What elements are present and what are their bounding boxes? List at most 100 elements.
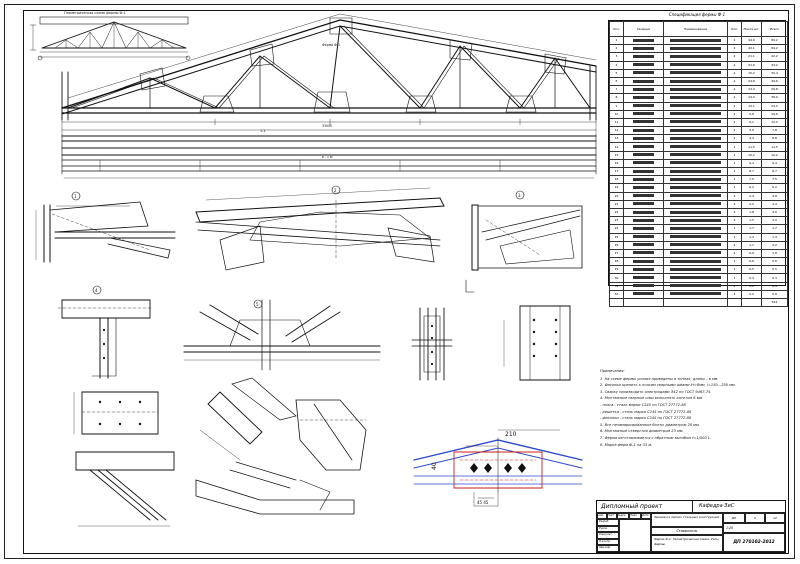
spec-text-illegible bbox=[670, 87, 721, 91]
spec-text-illegible bbox=[670, 235, 721, 239]
ridge-bolt-marks bbox=[470, 463, 526, 473]
spec-cell-mass: 0,2 bbox=[741, 281, 762, 291]
spec-cell-section bbox=[623, 224, 664, 234]
spec-cell-name bbox=[663, 289, 728, 300]
spec-text-illegible bbox=[632, 276, 655, 280]
spec-cell-name bbox=[663, 281, 728, 291]
title-block: Дипломный проект Кафедра ЗиС изм. Лист №… bbox=[596, 500, 786, 553]
spec-cell-section bbox=[623, 273, 664, 283]
spec-cell-section bbox=[623, 101, 664, 111]
spec-cell-name bbox=[663, 183, 728, 193]
tb-cell-change: изм. bbox=[597, 513, 607, 519]
spec-cell-total: 4,4 bbox=[761, 199, 788, 209]
spec-header-name: Наименование bbox=[663, 21, 728, 37]
spec-cell-total: 3,6 bbox=[761, 207, 788, 218]
section-label: 1-1 bbox=[260, 129, 266, 133]
spec-text-illegible bbox=[670, 243, 721, 247]
spec-cell-mass: 0,6 bbox=[741, 257, 762, 267]
spec-text-illegible bbox=[670, 128, 721, 132]
spec-cell-section bbox=[623, 240, 664, 250]
spec-cell-qty: 1 bbox=[727, 183, 742, 193]
spec-text-illegible bbox=[632, 38, 655, 42]
spec-cell-name bbox=[663, 68, 728, 78]
spec-cell-pos: 22 bbox=[609, 207, 624, 218]
spec-cell-section bbox=[623, 76, 664, 87]
spec-cell-pos: 6 bbox=[609, 76, 624, 87]
spec-cell-total: 1,7 bbox=[761, 224, 788, 234]
node-detail-2 bbox=[195, 185, 445, 271]
spec-cell-section bbox=[623, 134, 664, 144]
spec-cell-section bbox=[623, 297, 664, 308]
spec-cell-name bbox=[663, 216, 728, 226]
node-detail-4 bbox=[57, 285, 153, 379]
spec-cell-qty: 2 bbox=[727, 109, 742, 119]
spec-cell-total: 593 bbox=[761, 297, 788, 308]
node-detail-5 bbox=[183, 299, 381, 371]
spec-cell-mass: 13,4 bbox=[741, 85, 762, 95]
spec-cell-total: 3,0 bbox=[761, 216, 788, 226]
node-detail-9 bbox=[199, 377, 297, 461]
spec-text-illegible bbox=[670, 226, 721, 230]
spec-cell-name bbox=[663, 101, 728, 111]
spec-cell-qty: 1 bbox=[727, 150, 742, 160]
spec-cell-pos: 31 bbox=[609, 281, 624, 291]
spec-cell-mass: 2,4 bbox=[741, 191, 762, 201]
spec-cell-pos: 19 bbox=[609, 183, 624, 193]
spec-cell-section bbox=[623, 44, 664, 54]
tb-row-consultant: Консульт. bbox=[597, 532, 619, 539]
spec-text-illegible bbox=[632, 104, 655, 108]
spec-cell-section bbox=[623, 248, 664, 259]
spec-cell-section bbox=[623, 166, 664, 177]
spec-cell-qty: 1 bbox=[727, 166, 742, 177]
ridge-dim-210: 210 bbox=[505, 431, 517, 438]
spec-cell-name bbox=[663, 273, 728, 283]
node-detail-10 bbox=[295, 399, 367, 471]
sheet-outer-border bbox=[4, 4, 795, 559]
spec-cell-section bbox=[623, 117, 664, 128]
spec-cell-section bbox=[623, 93, 664, 103]
spec-cell-total: 1,8 bbox=[761, 248, 788, 259]
notes-lines: 1. На схеме фермы усилия приведены в тон… bbox=[600, 376, 786, 449]
spec-cell-section bbox=[623, 109, 664, 119]
spec-cell-section bbox=[623, 199, 664, 209]
spec-cell-pos: 7 bbox=[609, 85, 624, 95]
spec-cell-pos: 24 bbox=[609, 224, 624, 234]
spec-cell-pos: 30 bbox=[609, 273, 624, 283]
spec-cell-total: 0,4 bbox=[761, 281, 788, 291]
spec-text-illegible bbox=[670, 218, 721, 222]
tb-cell-date: Дата bbox=[641, 513, 651, 519]
spec-text-illegible bbox=[632, 243, 655, 247]
scale: 1:20 bbox=[723, 523, 785, 533]
department: Кафедра ЗиС bbox=[693, 501, 785, 513]
spec-cell-qty: 4 bbox=[727, 289, 742, 300]
spec-cell-pos: 8 bbox=[609, 93, 624, 103]
spec-text-illegible bbox=[632, 145, 655, 149]
spec-cell-section bbox=[623, 158, 664, 169]
project-title: Дипломный проект bbox=[597, 501, 693, 513]
spec-cell-total: 7,5 bbox=[761, 175, 788, 185]
spec-cell-section bbox=[623, 289, 664, 300]
spec-text-illegible bbox=[632, 185, 655, 189]
spec-cell-section bbox=[623, 175, 664, 185]
scheme-title: Геометрическая схема фермы Ф-1 bbox=[64, 11, 126, 15]
spec-cell-total: 8,8 bbox=[761, 134, 788, 144]
spec-cell-name bbox=[663, 224, 728, 234]
spec-cell-mass: 21,6 bbox=[741, 60, 762, 70]
spec-text-illegible bbox=[632, 87, 655, 91]
spec-cell-mass: 42,1 bbox=[741, 44, 762, 54]
spec-cell-qty: 1 bbox=[727, 175, 742, 185]
spec-cell-mass: 0,9 bbox=[741, 248, 762, 259]
spec-text-illegible bbox=[632, 161, 655, 165]
spec-cell-pos: 14 bbox=[609, 142, 624, 152]
spec-cell-total: 26,8 bbox=[761, 85, 788, 95]
spec-cell-pos: 27 bbox=[609, 248, 624, 259]
